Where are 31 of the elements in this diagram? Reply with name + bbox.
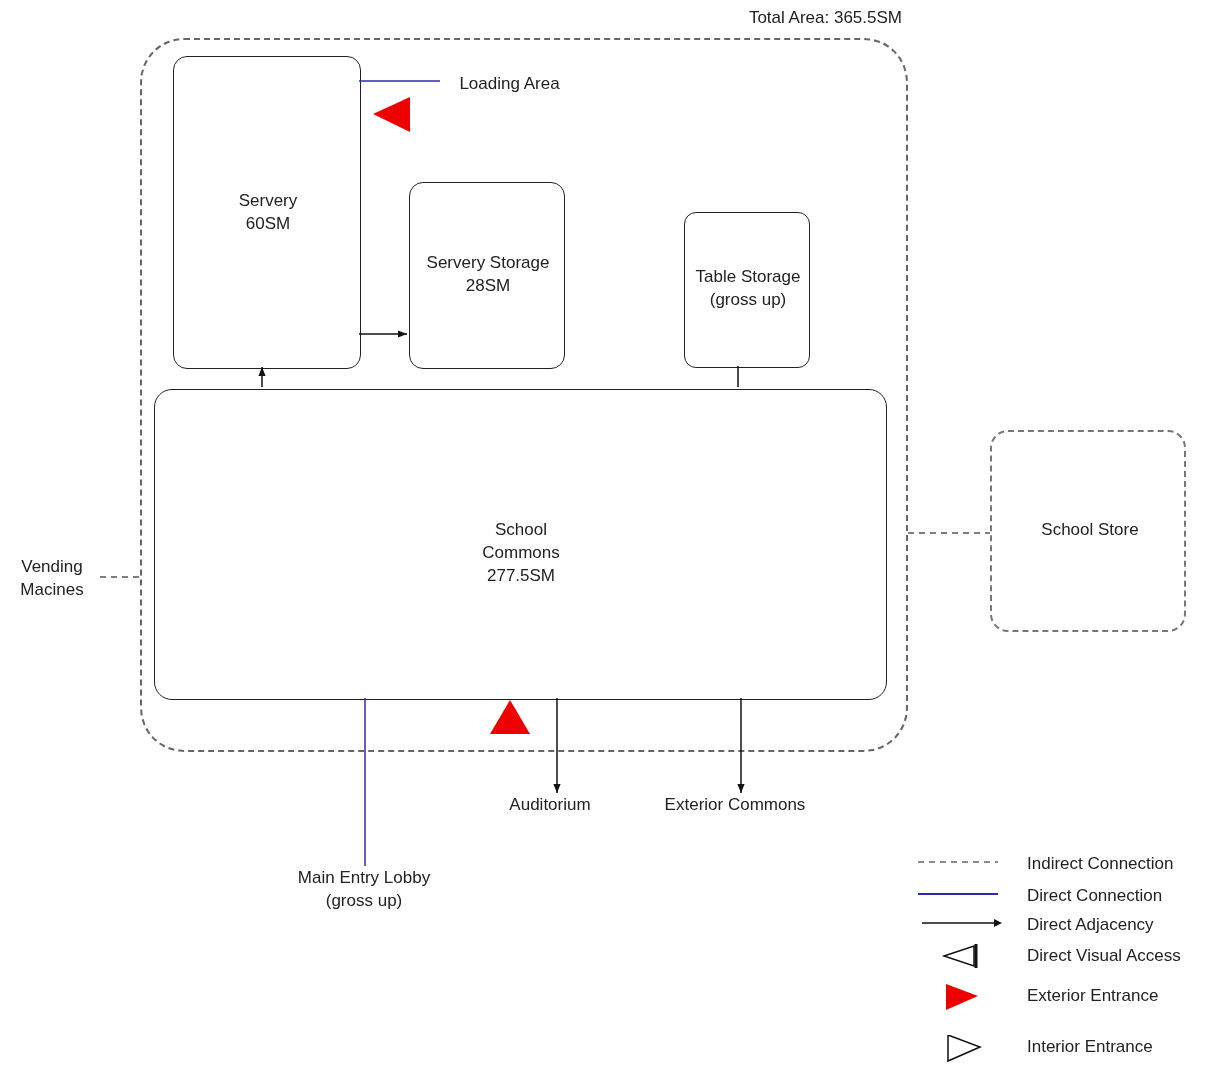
connector-line — [358, 80, 441, 82]
room-label: School Commons 277.5SM — [481, 519, 561, 587]
room-box — [684, 212, 810, 368]
connector-line — [364, 697, 366, 867]
connector-line — [99, 576, 141, 578]
room-box — [173, 56, 361, 369]
connector-line — [907, 532, 991, 534]
space-label: Main Entry Lobby (gross up) — [296, 867, 432, 912]
connector-line — [737, 365, 739, 388]
legend-label: Interior Entrance — [1027, 1037, 1153, 1057]
legend-label: Indirect Connection — [1027, 854, 1174, 874]
legend-label: Direct Adjacency — [1027, 915, 1154, 935]
space-label: Exterior Commons — [663, 794, 807, 816]
space-label: Loading Area — [458, 73, 561, 95]
arrow — [737, 697, 745, 794]
room-box — [990, 430, 1186, 632]
arrow — [358, 330, 408, 338]
room-box — [154, 389, 887, 700]
room-label: Servery Storage 28SM — [425, 252, 551, 297]
arrow — [258, 366, 266, 388]
arrow — [553, 697, 561, 794]
legend-label: Direct Connection — [1027, 886, 1163, 906]
legend-label: Direct Visual Access — [1027, 946, 1181, 966]
space-label: Vending Macines — [19, 556, 85, 601]
room-box — [409, 182, 565, 369]
space-label: Auditorium — [508, 794, 592, 816]
area-title: Total Area: 365.5SM — [747, 7, 902, 29]
room-label: Servery 60SM — [237, 190, 299, 235]
room-label: Table Storage (gross up) — [694, 266, 802, 311]
legend-label: Exterior Entrance — [1027, 986, 1159, 1006]
room-label: School Store — [1040, 519, 1140, 541]
